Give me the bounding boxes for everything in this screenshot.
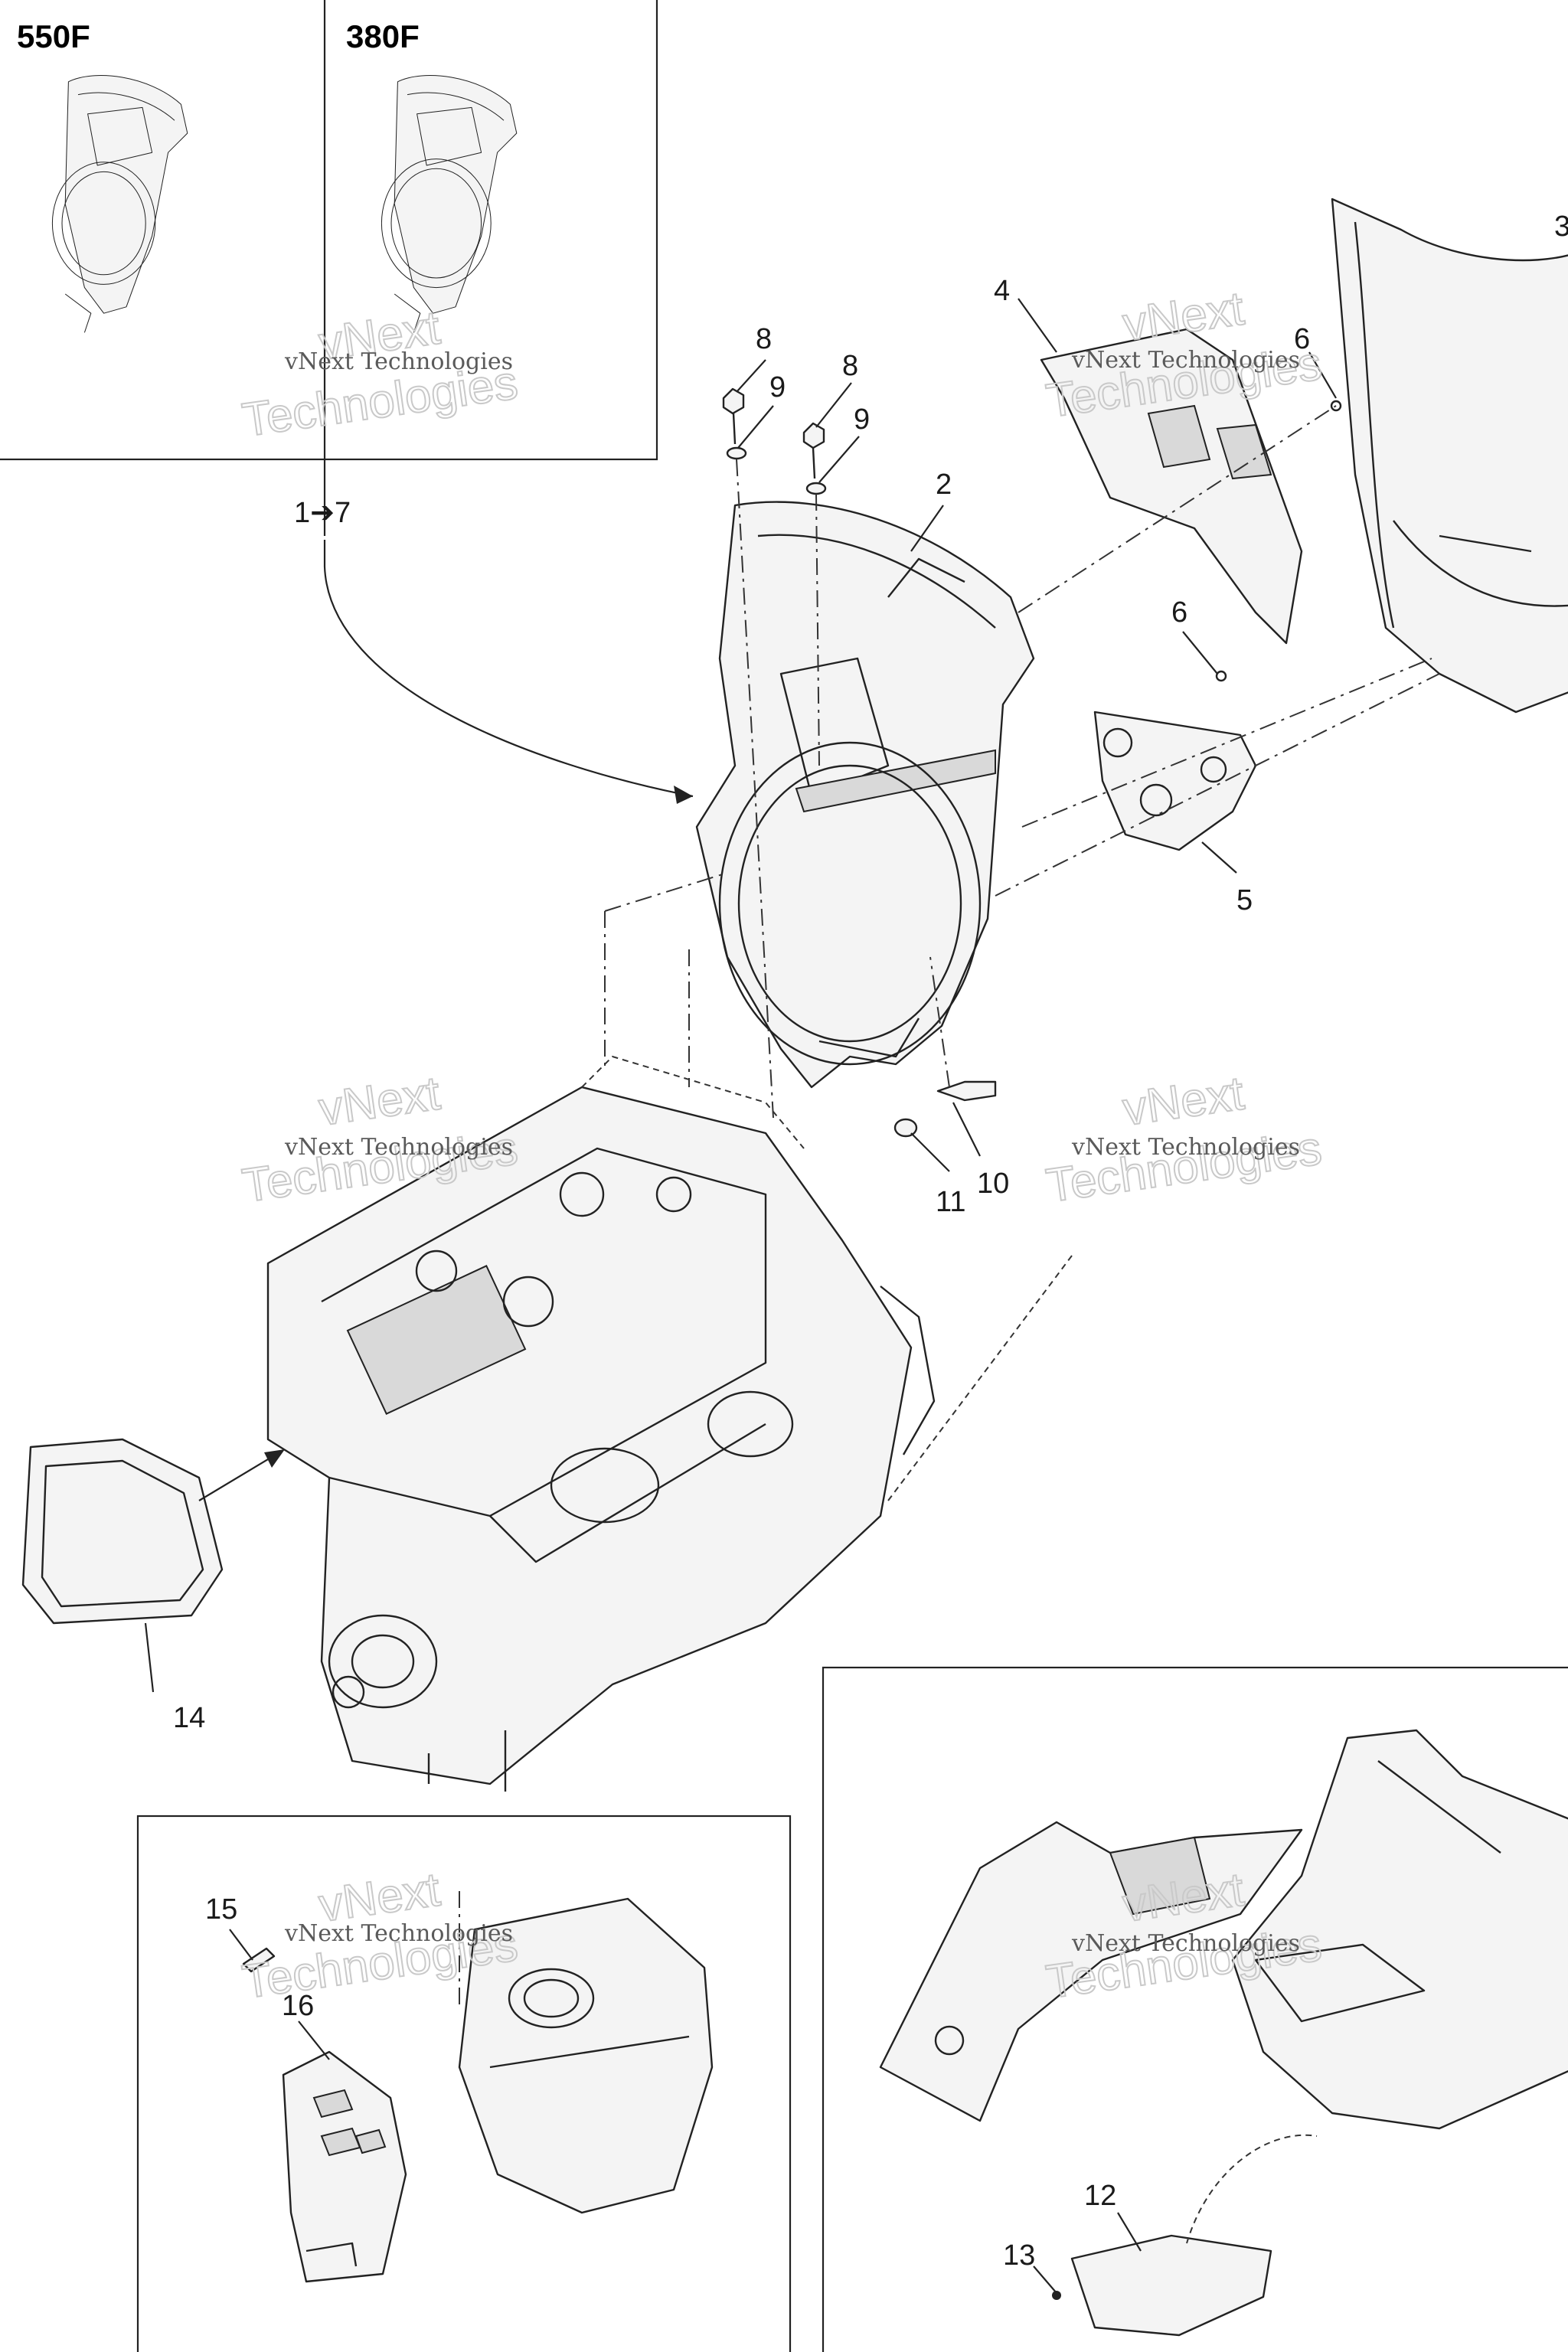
washer-part-9b <box>805 482 827 495</box>
watermarks: vNext Technologies vNext Technologies vN… <box>238 281 1325 2009</box>
air-intake-gasket-part-14 <box>21 1438 224 1625</box>
callout-12: 12 <box>1084 2180 1116 2212</box>
watermark-text-1: vNext Technologies <box>284 348 513 375</box>
hood-illustration <box>879 1729 1568 2337</box>
gasket-arrow-head <box>264 1449 285 1468</box>
assembly-lines <box>459 405 1440 2006</box>
grommet-part-6a <box>1330 400 1342 412</box>
oil-tank-inset-frame <box>136 1815 792 2352</box>
washer-part-9a <box>726 446 747 460</box>
callout-14: 14 <box>173 1702 205 1734</box>
shroud-380f-illustration <box>381 75 518 333</box>
bolt-part-8b <box>802 422 825 449</box>
heat-shield-part-4 <box>1040 328 1303 645</box>
callout-8a: 8 <box>756 323 772 355</box>
engine-assembly <box>266 1055 1073 1792</box>
watermark-text-6: vNext Technologies <box>1071 1930 1300 1957</box>
cover-plate-part-5 <box>1093 710 1257 851</box>
fasteners <box>242 387 1342 2300</box>
variant-inset-frame <box>0 0 658 461</box>
oil-tank-illustration <box>458 1897 714 2214</box>
watermark-text-5: vNext Technologies <box>284 1920 513 1947</box>
window-part-12 <box>1070 2234 1272 2337</box>
group-arrow-label: 1➔7 <box>294 497 351 529</box>
callout-numbers: 8 9 8 9 2 4 6 3 6 5 10 11 14 15 16 12 13 <box>173 211 1568 2272</box>
fastener-part-13 <box>1052 2291 1061 2300</box>
callout-13: 13 <box>1003 2239 1035 2272</box>
callout-9b: 9 <box>854 403 870 436</box>
variant-label-380f: 380F <box>346 18 420 54</box>
fan-cowl-part-2 <box>695 501 1035 1089</box>
group-arrow-head <box>674 786 693 804</box>
leader-lines <box>144 298 1337 2294</box>
variant-inset-panel: 550F 380F <box>0 0 658 536</box>
variant-label-550f: 550F <box>17 18 90 54</box>
watermark-brand-3: vNext <box>315 1067 443 1135</box>
bolt-part-8a <box>722 387 745 415</box>
callout-6a: 6 <box>1294 323 1310 355</box>
callout-6b: 6 <box>1171 596 1187 629</box>
callout-5: 5 <box>1236 884 1253 916</box>
watermark-brand-2: vNext <box>1119 282 1247 351</box>
shroud-550f-illustration <box>51 75 188 333</box>
watermark-brand-4: vNext <box>1119 1067 1247 1135</box>
group-arrow-curve <box>323 540 694 798</box>
callout-3: 3 <box>1554 211 1568 243</box>
callout-11: 11 <box>936 1186 965 1218</box>
washer-part-11 <box>893 1118 918 1138</box>
callout-16: 16 <box>282 1990 314 2022</box>
guard-part-16 <box>282 2050 407 2283</box>
watermark-text-3: vNext Technologies <box>284 1134 513 1161</box>
hood-inset-frame <box>822 1666 1568 2352</box>
callout-15: 15 <box>205 1893 237 1926</box>
callout-10: 10 <box>977 1168 1009 1200</box>
watermark-text-4: vNext Technologies <box>1071 1134 1300 1161</box>
screw-part-15 <box>242 1947 276 1973</box>
watermark-text-2: vNext Technologies <box>1071 347 1300 374</box>
callout-4: 4 <box>994 275 1010 307</box>
callout-8b: 8 <box>842 350 858 382</box>
gasket-arrow <box>198 1454 276 1501</box>
belt-guard-part-3 <box>1331 198 1568 714</box>
callout-9a: 9 <box>769 371 786 403</box>
screw-part-10 <box>936 1080 997 1102</box>
callout-2: 2 <box>936 469 952 501</box>
grommet-part-6b <box>1215 670 1227 682</box>
